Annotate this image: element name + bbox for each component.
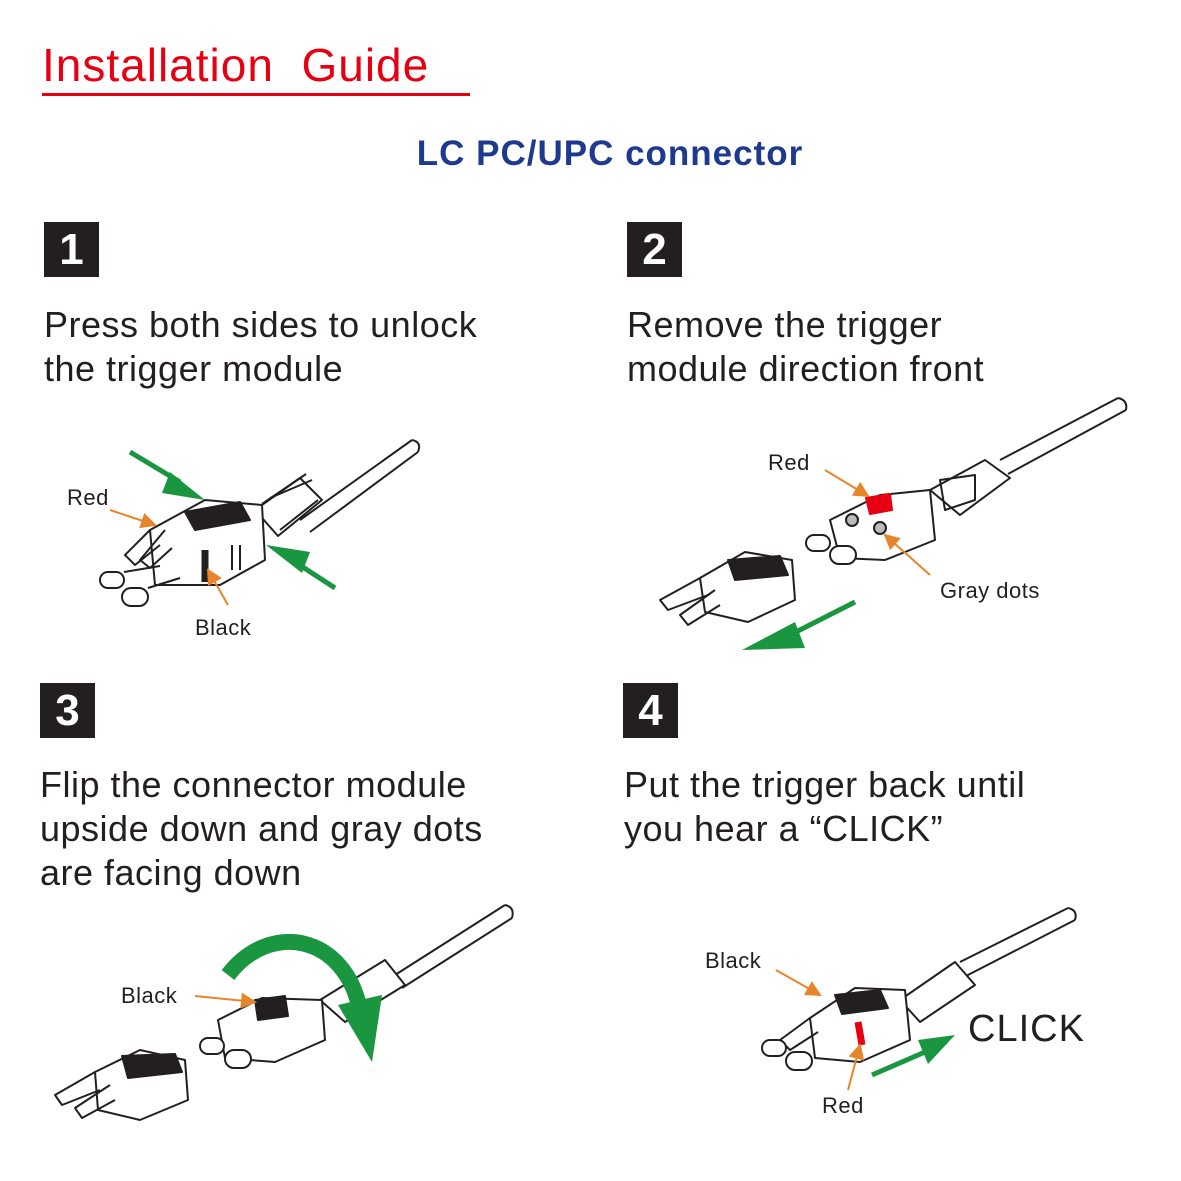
step-1-black-label: Black [195,615,252,640]
step-1-callout-lines [109,509,229,606]
title-underline [42,93,470,96]
step-4-callout-lines [775,969,865,1091]
step-3-line-3: are facing down [40,852,302,893]
step-2-green-arrow [742,599,857,650]
step-4-badge: 4 [623,683,678,738]
step-3-connector-drawing [54,904,514,1121]
step-4-black-label: Black [705,948,762,973]
step-1-badge: 1 [44,222,99,277]
connector-subtitle: LC PC/UPC connector [416,134,804,173]
step-3-line-1: Flip the connector module [40,764,467,805]
step-3-black-label: Black [121,983,178,1008]
step-2-gray-dots-label: Gray dots [940,578,1040,603]
step-4-connector-drawing [761,907,1077,1071]
step-4-red-label: Red [822,1093,864,1118]
step-4-line-1: Put the trigger back until [624,764,1026,805]
step-1-connector-drawing [99,439,421,607]
step-1-line-2: the trigger module [44,348,344,389]
step-4-line-2: you hear a “CLICK” [624,808,944,849]
step-1-line-1: Press both sides to unlock [44,304,478,345]
click-sound-label: CLICK [968,1008,1085,1050]
step-1-instruction: Press both sides to unlock the trigger m… [44,303,477,391]
step-1-red-label: Red [67,485,109,510]
step-2-connector-drawing [659,397,1128,626]
step-2-badge: 2 [627,222,682,277]
step-1-green-arrows [128,449,337,591]
step-2-callout-lines [824,469,931,576]
step-3-badge: 3 [40,683,95,738]
step-2-line-1: Remove the trigger [627,304,943,345]
step-3-instruction: Flip the connector module upside down an… [40,763,483,895]
step-2-red-label: Red [768,450,810,475]
step-3-callout-lines [194,992,257,1009]
step-2-instruction: Remove the trigger module direction fron… [627,303,984,391]
step-3-line-2: upside down and gray dots [40,808,483,849]
step-4-instruction: Put the trigger back until you hear a “C… [624,763,1025,851]
step-3-flip-arrow [221,933,382,1062]
step-2-line-2: module direction front [627,348,985,389]
guide-title: Installation Guide [42,39,430,91]
step-4-green-arrow [871,1035,955,1078]
